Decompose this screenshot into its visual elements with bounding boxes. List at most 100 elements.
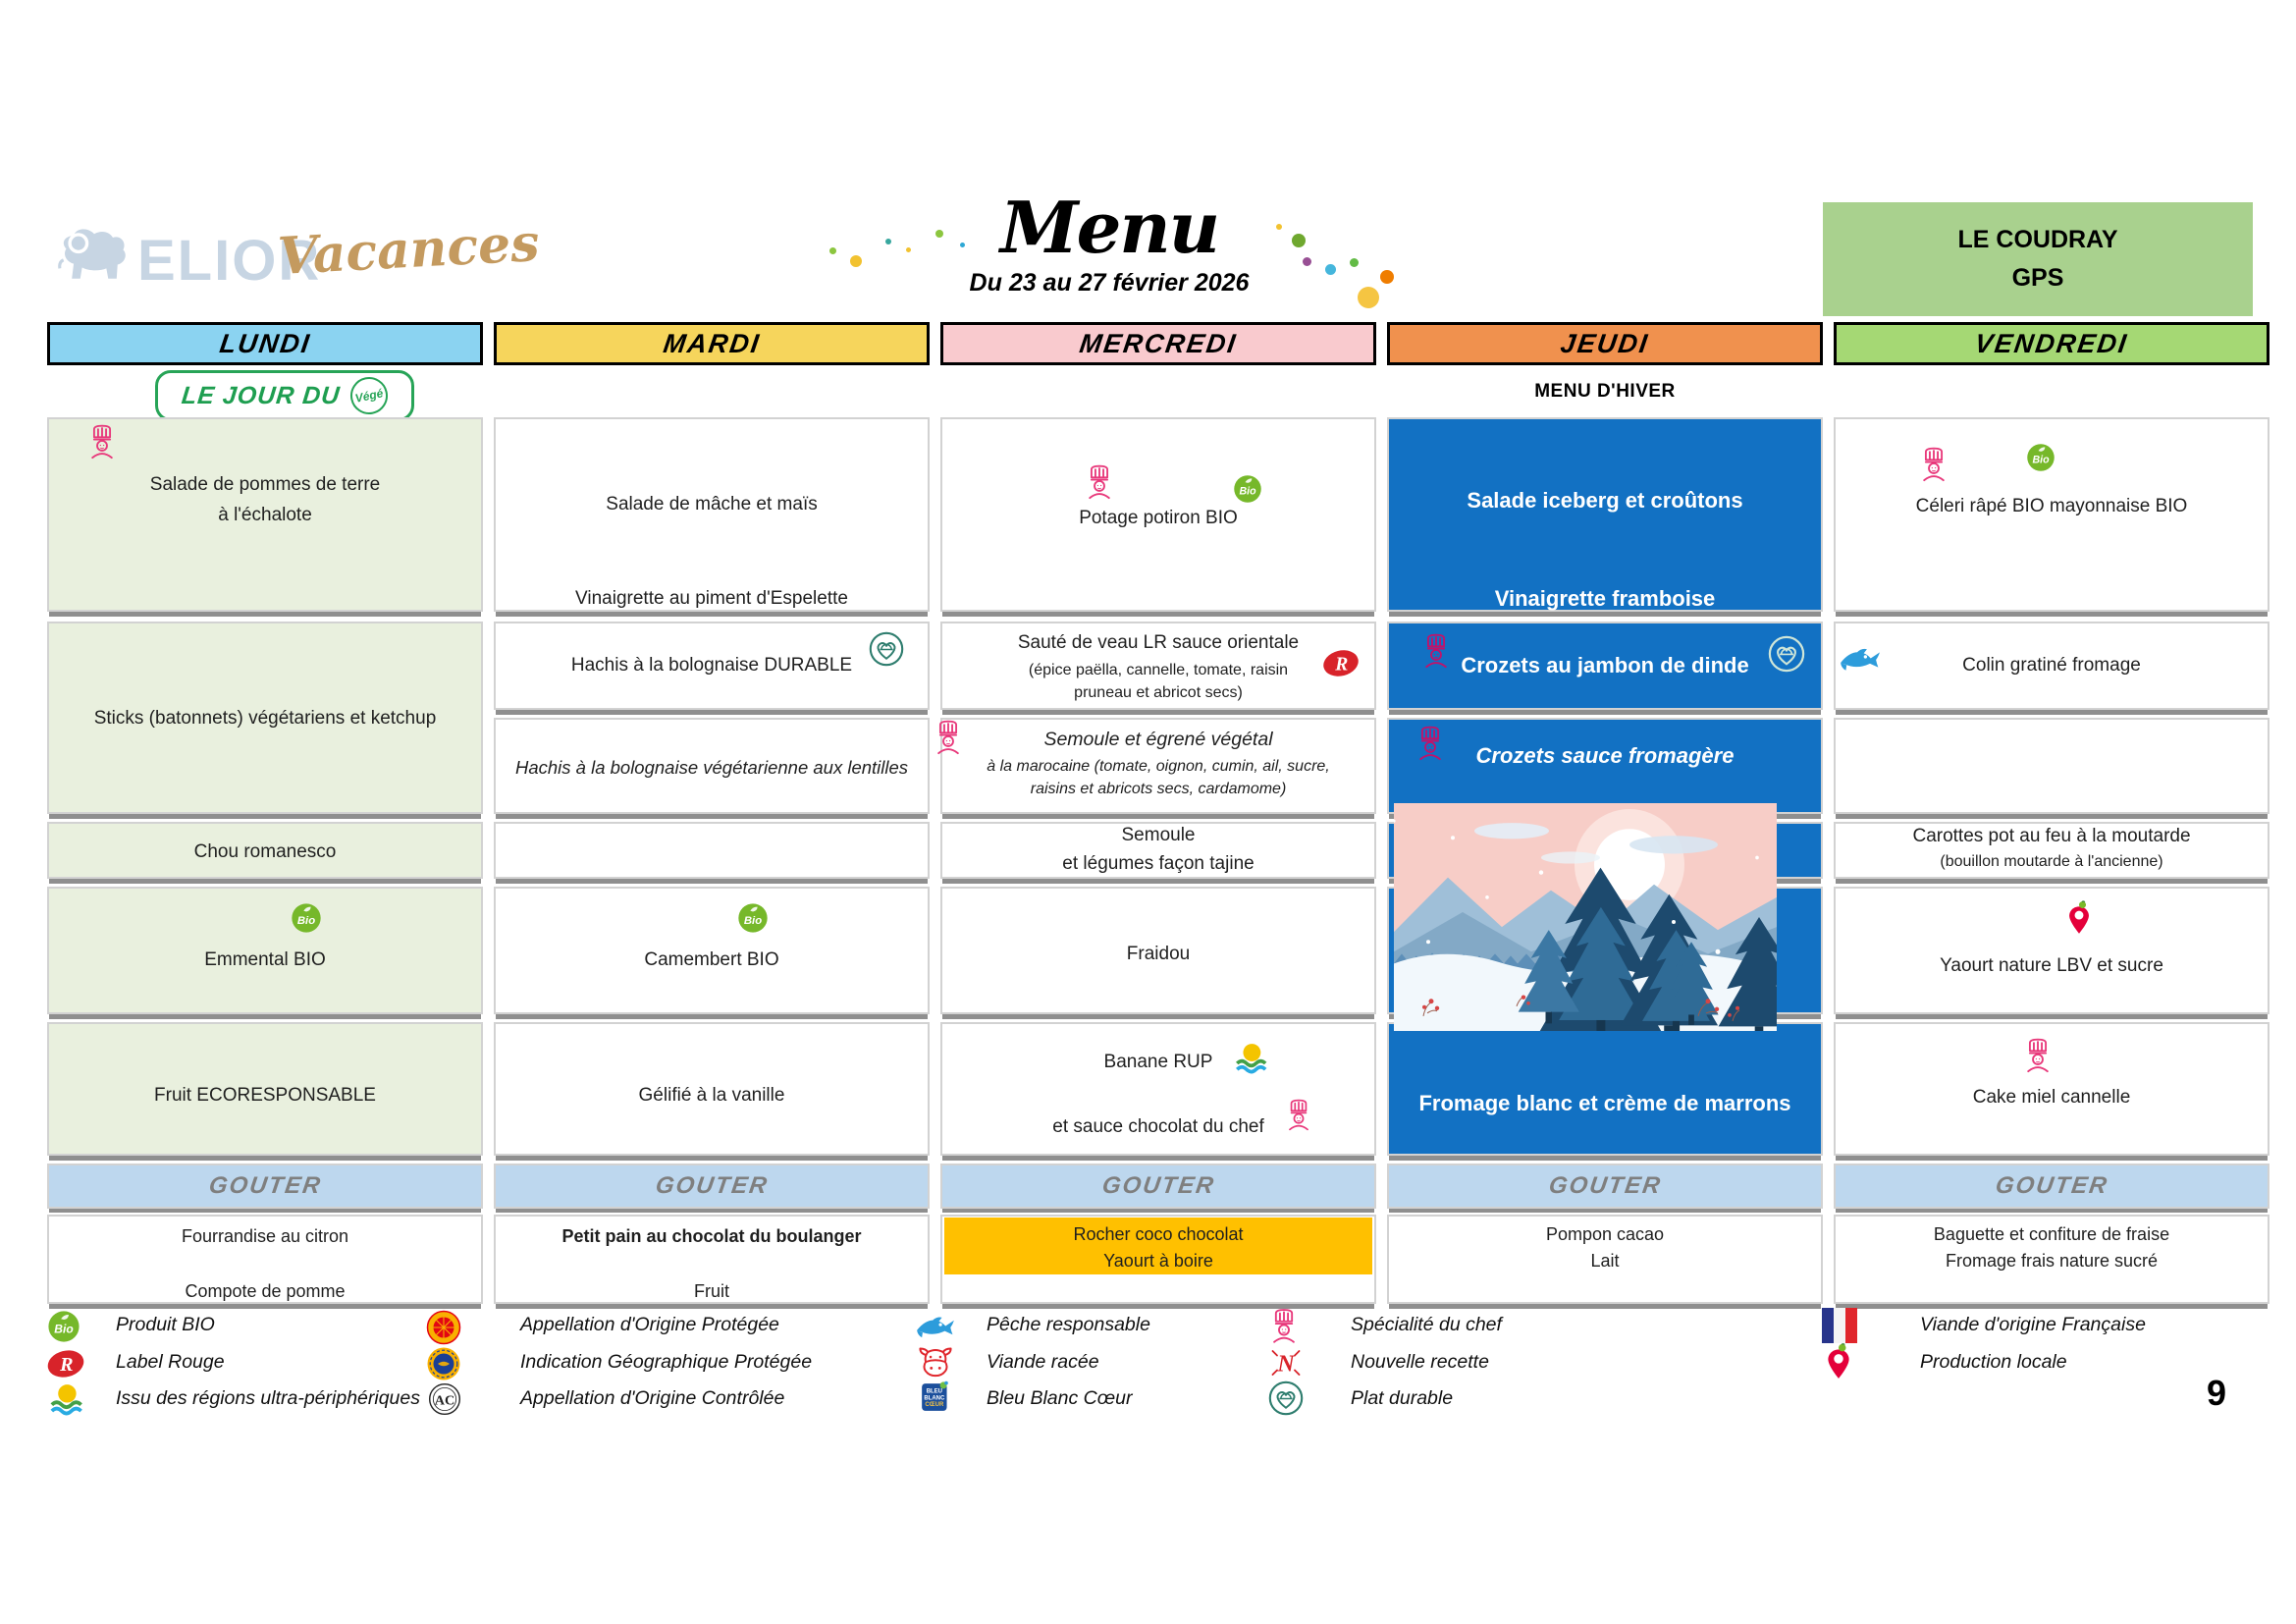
dish-text: Banane RUP bbox=[1103, 1052, 1213, 1072]
dish-text: Gélifié à la vanille bbox=[638, 1085, 785, 1106]
cell-lundi-entree: Salade de pommes de terre à l'échalote bbox=[47, 417, 483, 612]
gouter-band-mercredi: GOUTER bbox=[940, 1164, 1376, 1209]
cell-vendredi-plat: Colin gratiné fromage bbox=[1834, 622, 2269, 710]
dish-text: Semoule et égrené végétal bbox=[1043, 729, 1273, 750]
day-label: JEUDI bbox=[1559, 328, 1651, 358]
cell-jeudi-dessert: Fromage blanc et crème de marrons bbox=[1387, 1022, 1823, 1156]
cell-mercredi-fromage: Fraidou bbox=[940, 887, 1376, 1014]
cell-mardi-gouter: Petit pain au chocolat du boulanger Frui… bbox=[494, 1215, 930, 1304]
bio-icon bbox=[291, 902, 322, 934]
dish-text: Carottes pot au feu à la moutarde bbox=[1912, 826, 2191, 846]
cell-mercredi-legume: Semoule et légumes façon tajine bbox=[940, 822, 1376, 879]
gouter-item: Yaourt à boire bbox=[1103, 1251, 1213, 1271]
legend-label: Produit BIO bbox=[116, 1314, 215, 1335]
vege-stamp-icon: Végé bbox=[347, 373, 392, 418]
dish-text: Hachis à la bolognaise DURABLE bbox=[570, 655, 853, 676]
dish-text: Céleri râpé BIO mayonnaise BIO bbox=[1915, 496, 2188, 516]
cell-jeudi-gouter: Pompon cacao Lait bbox=[1387, 1215, 1823, 1304]
dish-text: Fruit ECORESPONSABLE bbox=[154, 1085, 376, 1106]
gouter-item: Fromage frais nature sucré bbox=[1945, 1251, 2159, 1271]
cell-jeudi-entree: Salade iceberg et croûtons Vinaigrette f… bbox=[1387, 417, 1823, 612]
dish-text: Fromage blanc et crème de marrons bbox=[1418, 1091, 1791, 1115]
legend-label: Viande racée bbox=[987, 1351, 1099, 1373]
dish-text: Cake miel cannelle bbox=[1972, 1087, 2131, 1108]
page-title: Menu bbox=[999, 186, 1220, 269]
dish-detail: (épice paëlla, cannelle, tomate, raisin … bbox=[1028, 662, 1289, 702]
gouter-band-lundi: GOUTER bbox=[47, 1164, 483, 1209]
dish-text: Yaourt nature LBV et sucre bbox=[1940, 955, 2163, 976]
aoc-icon bbox=[428, 1382, 461, 1416]
cell-vendredi-gouter: Baguette et confiture de fraise Fromage … bbox=[1834, 1215, 2269, 1304]
decor-dot bbox=[885, 239, 891, 244]
jour-du-label: LE JOUR DU bbox=[180, 381, 343, 409]
cell-mercredi-plat-vege: Semoule et égrené végétal à la marocaine… bbox=[940, 718, 1376, 814]
decor-dot bbox=[1350, 258, 1359, 267]
gouter-band-jeudi: GOUTER bbox=[1387, 1164, 1823, 1209]
jour-du-vege-badge: LE JOUR DU Végé bbox=[155, 370, 414, 421]
gouter-item: Petit pain au chocolat du boulanger bbox=[561, 1226, 862, 1246]
legend-label: Bleu Blanc Cœur bbox=[987, 1387, 1133, 1409]
cell-lundi-legume: Chou romanesco bbox=[47, 822, 483, 879]
cell-lundi-plat: Sticks (batonnets) végétariens et ketchu… bbox=[47, 622, 483, 814]
page-number: 9 bbox=[2207, 1373, 2227, 1413]
brand-name: ELIOR bbox=[137, 229, 322, 293]
gouter-band-mardi: GOUTER bbox=[494, 1164, 930, 1209]
day-label: LUNDI bbox=[217, 328, 313, 358]
bio-icon bbox=[47, 1310, 80, 1343]
gouter-item: Compote de pomme bbox=[185, 1281, 346, 1301]
day-header-mercredi: MERCREDI bbox=[940, 322, 1376, 365]
dish-text: Camembert BIO bbox=[644, 949, 779, 970]
responsible-fishing-icon bbox=[913, 1312, 958, 1343]
cell-jeudi-plat-vege: Crozets sauce fromagère bbox=[1387, 718, 1823, 814]
gouter-highlight bbox=[944, 1218, 1372, 1274]
menu-title-block: Menu Du 23 au 27 février 2026 bbox=[933, 192, 1286, 298]
gouter-band-vendredi: GOUTER bbox=[1834, 1164, 2269, 1209]
gouter-label: GOUTER bbox=[1993, 1172, 2110, 1199]
local-pin-icon bbox=[2065, 900, 2093, 936]
dish-text: Colin gratiné fromage bbox=[1962, 655, 2141, 676]
decor-dot bbox=[935, 230, 943, 238]
decor-dot bbox=[850, 255, 862, 267]
cell-mercredi-gouter: Rocher coco chocolat Yaourt à boire bbox=[940, 1215, 1376, 1304]
dish-text: Potage potiron BIO bbox=[1079, 508, 1238, 528]
cell-mardi-fromage: Camembert BIO bbox=[494, 887, 930, 1014]
legend-label: Spécialité du chef bbox=[1351, 1314, 1502, 1335]
gouter-item: Fourrandise au citron bbox=[181, 1226, 349, 1246]
legend-label: Plat durable bbox=[1351, 1387, 1454, 1409]
cell-mardi-entree: Salade de mâche et maïs Vinaigrette au p… bbox=[494, 417, 930, 612]
new-recipe-icon bbox=[1268, 1345, 1304, 1380]
dish-detail: à la marocaine (tomate, oignon, cumin, a… bbox=[987, 758, 1330, 798]
dish-text: Crozets au jambon de dinde bbox=[1461, 653, 1749, 677]
legend-label: Appellation d'Origine Contrôlée bbox=[520, 1387, 785, 1409]
cell-mercredi-plat: Sauté de veau LR sauce orientale (épice … bbox=[940, 622, 1376, 710]
dish-text: et sauce chocolat du chef bbox=[1052, 1116, 1264, 1137]
decor-dot bbox=[906, 247, 911, 252]
day-header-lundi: LUNDI bbox=[47, 322, 483, 365]
legend-label: Production locale bbox=[1920, 1351, 2067, 1373]
day-label: MERCREDI bbox=[1077, 328, 1240, 358]
legend-label: Issu des régions ultra-périphériques bbox=[116, 1387, 421, 1409]
gouter-item: Baguette et confiture de fraise bbox=[1933, 1224, 2170, 1244]
dish-detail: (bouillon moutarde à l'ancienne) bbox=[1940, 853, 2163, 870]
gouter-label: GOUTER bbox=[653, 1172, 771, 1199]
day-label: MARDI bbox=[661, 328, 763, 358]
bio-icon bbox=[1233, 474, 1262, 504]
winter-illustration bbox=[1394, 803, 1777, 1031]
dish-text: Salade iceberg et croûtons bbox=[1467, 488, 1743, 513]
decor-dot bbox=[829, 247, 836, 254]
gouter-label: GOUTER bbox=[1546, 1172, 1664, 1199]
chef-icon bbox=[1086, 464, 1113, 501]
legend-label: Pêche responsable bbox=[987, 1314, 1150, 1335]
vege-label: Végé bbox=[353, 386, 385, 406]
cell-vendredi-legume: Carottes pot au feu à la moutarde (bouil… bbox=[1834, 822, 2269, 879]
cow-icon bbox=[917, 1345, 954, 1379]
gouter-label: GOUTER bbox=[206, 1172, 324, 1199]
decor-dot bbox=[1325, 264, 1336, 275]
legend-label: Viande d'origine Française bbox=[1920, 1314, 2146, 1335]
cell-lundi-dessert: Fruit ECORESPONSABLE bbox=[47, 1022, 483, 1156]
aop-icon bbox=[426, 1310, 461, 1345]
legend-label: Label Rouge bbox=[116, 1351, 225, 1373]
dish-text: Sticks (batonnets) végétariens et ketchu… bbox=[93, 708, 437, 729]
dish-text: Salade de pommes de terre à l'échalote bbox=[149, 474, 381, 525]
